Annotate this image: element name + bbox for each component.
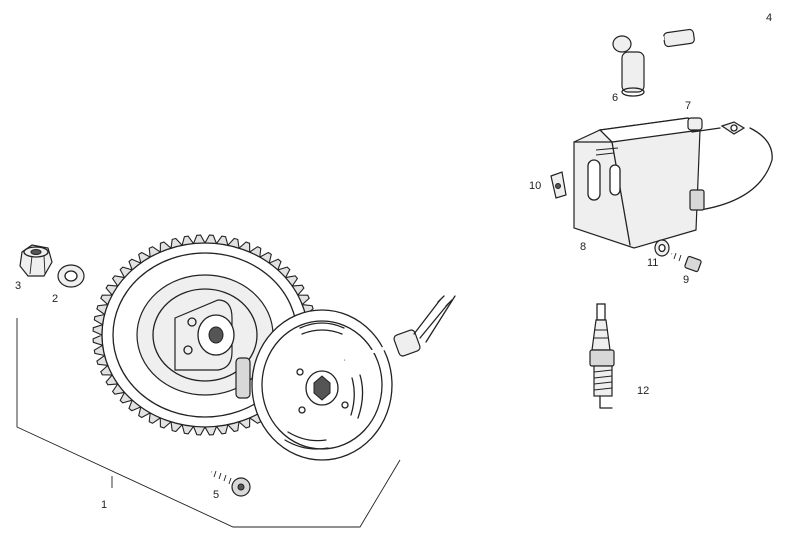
stator-plate [235,295,456,461]
callout-8: 8 [580,241,586,253]
callout-2: 2 [52,293,58,305]
ignition-coil [573,117,773,249]
callout-4: 4 [766,12,772,24]
callout-10: 10 [529,180,541,192]
callout-11: 11 [647,257,658,269]
coil-washer [654,239,670,257]
callout-7: 7 [685,100,691,112]
flywheel-nut [19,244,53,277]
callout-9: 9 [683,274,689,286]
coil-bolt [671,252,702,273]
callout-1: 1 [101,499,107,511]
callout-5: 5 [213,489,219,501]
spark-plug-cap [612,35,665,97]
callout-3: 3 [15,280,21,292]
callout-labels: 1 2 3 4 5 6 7 8 9 10 11 12 [15,12,772,511]
stator-screw [211,470,251,497]
ht-lead [663,28,788,122]
assembly-bracket [16,318,401,528]
callout-12: 12 [637,385,649,397]
spark-plug [589,303,615,409]
callout-6: 6 [612,92,618,104]
clip-nut [550,171,567,199]
flywheel-washer [57,264,85,288]
